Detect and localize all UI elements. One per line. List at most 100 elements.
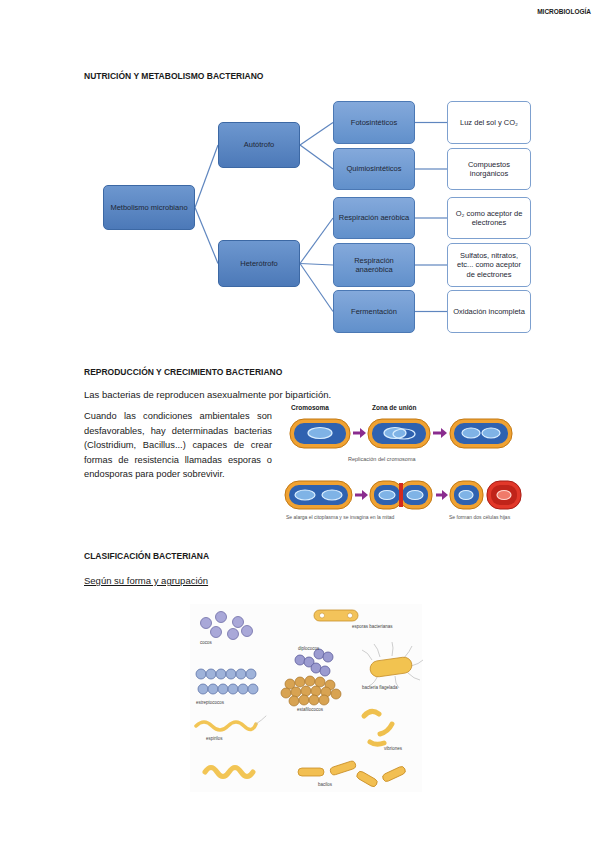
chromosome xyxy=(295,490,315,500)
process-arrow xyxy=(433,432,442,435)
connector-line xyxy=(300,218,333,264)
connector-line xyxy=(300,264,333,312)
body-paragraph: Cuando las condiciones ambientales son d… xyxy=(84,409,272,482)
cytoplasm xyxy=(294,423,346,444)
bacteria-shapes-illustration xyxy=(190,604,423,792)
shape-label: bacteria flagelada xyxy=(362,685,398,691)
subheading: Según su forma y agrupación xyxy=(84,575,208,587)
type-box: Fermentación xyxy=(333,290,415,333)
coccus xyxy=(198,684,208,694)
section-heading: REPRODUCCIÓN Y CRECIMIENTO BACTERIANO xyxy=(84,367,282,378)
flagellum xyxy=(404,646,412,658)
bacillus xyxy=(298,768,324,776)
coccus xyxy=(248,684,258,694)
bacillus xyxy=(329,760,356,776)
spore-bacillus xyxy=(314,610,358,621)
flagellum xyxy=(362,650,372,660)
connector-line xyxy=(415,168,447,169)
cytoplasm xyxy=(372,423,426,444)
type-box: Quimiosintéticos xyxy=(333,148,415,190)
coccus xyxy=(319,695,329,705)
coccus xyxy=(315,677,325,687)
coccus xyxy=(242,626,253,637)
diplococci xyxy=(295,649,333,676)
bacilli xyxy=(298,760,407,788)
cell-wall xyxy=(370,481,403,509)
connector-line xyxy=(300,264,333,266)
connector-line xyxy=(415,264,447,265)
vibrio xyxy=(370,742,384,744)
process-arrowhead xyxy=(360,428,366,438)
shape-label: estafilococos xyxy=(297,707,323,713)
shape-label: espirilos xyxy=(206,736,223,742)
vibrios xyxy=(364,711,392,744)
cytoplasm xyxy=(402,485,428,505)
staphylococci xyxy=(281,676,341,706)
flagellum xyxy=(411,660,423,666)
cytoplasm xyxy=(454,485,479,505)
cytoplasm xyxy=(289,485,348,505)
coccus xyxy=(216,612,227,623)
coccus xyxy=(311,663,321,673)
process-arrowhead xyxy=(441,428,447,438)
page-header: MICROBIOLOGÍA xyxy=(480,8,591,16)
process-arrowhead xyxy=(442,490,448,500)
bacillus xyxy=(381,765,406,782)
flagellum xyxy=(374,644,380,657)
spirillum xyxy=(205,768,253,777)
coccus xyxy=(208,684,218,694)
process-arrow xyxy=(436,494,443,497)
coccus xyxy=(211,627,222,638)
chromosome xyxy=(459,491,473,500)
bacterial-spores xyxy=(314,610,358,621)
type-box: Fotosintéticos xyxy=(333,101,415,144)
cytoplasm xyxy=(491,485,517,505)
figure-caption: Se alarga el citoplasma y se invagina en… xyxy=(286,514,394,520)
process-arrowhead xyxy=(362,490,368,500)
description-box: Sulfatos, nitratos, etc... como aceptor … xyxy=(447,243,531,287)
flagella xyxy=(362,642,423,688)
picture-background xyxy=(190,604,422,792)
node-text: Oxidación incompleta xyxy=(453,307,525,316)
figure-label: Cromosoma xyxy=(291,404,329,412)
spore xyxy=(320,613,325,618)
septum xyxy=(399,483,403,507)
node-text: Compuestos inorgánicos xyxy=(452,160,526,179)
connector-line xyxy=(415,122,447,123)
spore xyxy=(348,613,353,618)
coccus xyxy=(236,669,246,679)
flagellum xyxy=(256,716,266,724)
root-box: Metbolismo microbiano xyxy=(103,185,195,230)
streptococci xyxy=(196,669,258,694)
type-box: Respiración aeróbica xyxy=(333,197,415,239)
bipartition-illustration xyxy=(285,419,521,509)
figure-label: Zona de unión xyxy=(372,404,416,412)
node-text: Sulfatos, nitratos, etc... como aceptor … xyxy=(452,251,526,279)
node-text: Luz del sol y CO₂ xyxy=(460,118,518,127)
description-box: Compuestos inorgánicos xyxy=(447,148,531,190)
description-box: Luz del sol y CO₂ xyxy=(447,101,531,144)
connector-line xyxy=(300,145,333,169)
coccus xyxy=(305,676,315,686)
category-box: Autótrofo xyxy=(218,122,300,168)
process-arrow xyxy=(353,432,361,435)
connector-line xyxy=(195,145,218,208)
coccus xyxy=(331,689,341,699)
node-text: Autótrofo xyxy=(244,140,274,149)
figure-caption: Se forman dos células hijas xyxy=(449,514,510,520)
coccus xyxy=(311,686,321,696)
coccus xyxy=(233,617,244,628)
coccus xyxy=(228,684,238,694)
chromosome xyxy=(393,429,415,439)
chromosome xyxy=(462,428,480,438)
coccus xyxy=(218,684,228,694)
coccus xyxy=(289,696,299,706)
node-text: O₂ como aceptor de electrones xyxy=(452,209,526,228)
chromosome xyxy=(407,491,423,500)
shape-label: estreptococos xyxy=(196,700,224,706)
coccus xyxy=(228,629,239,640)
category-box: Heterótrofo xyxy=(218,240,300,287)
connector-line xyxy=(195,208,218,264)
flagellated-bacterium xyxy=(362,642,423,688)
